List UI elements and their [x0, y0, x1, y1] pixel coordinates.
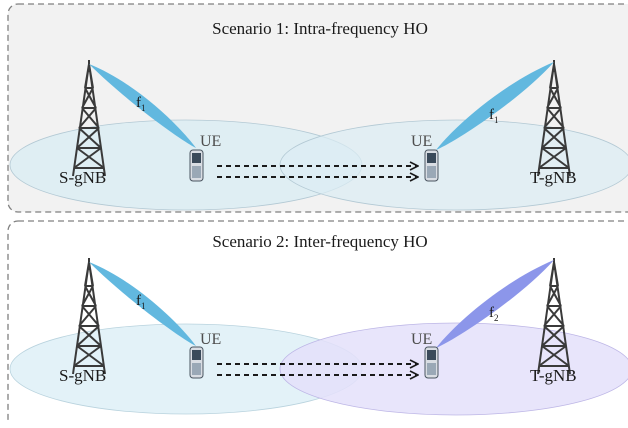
- mobile-phone-icon: [424, 346, 439, 379]
- scenario-1-panel: Scenario 1: Intra-frequency HO f1 f1 UE …: [7, 3, 628, 213]
- target-frequency-label: f2: [489, 305, 499, 323]
- ue-label-source: UE: [200, 331, 221, 348]
- ue-label-source: UE: [200, 133, 221, 150]
- cell-tower-icon: [72, 60, 106, 177]
- source-gnb-label: S-gNB: [59, 168, 106, 187]
- cell-tower-icon: [537, 60, 571, 177]
- scenario-2-panel: Scenario 2: Inter-frequency HO f1 f2 UE …: [7, 220, 628, 428]
- source-frequency-label: f1: [136, 95, 146, 113]
- ue-label-target: UE: [411, 133, 432, 150]
- target-beam: [436, 62, 554, 150]
- target-gnb-label: T-gNB: [530, 366, 577, 385]
- source-gnb-label: S-gNB: [59, 366, 106, 385]
- target-beam: [436, 260, 554, 348]
- cell-tower-icon: [537, 258, 571, 375]
- cell-tower-icon: [72, 258, 106, 375]
- target-frequency-label: f1: [489, 107, 499, 125]
- mobile-phone-icon: [189, 149, 204, 182]
- source-frequency-label: f1: [136, 293, 146, 311]
- mobile-phone-icon: [424, 149, 439, 182]
- ue-label-target: UE: [411, 331, 432, 348]
- target-gnb-label: T-gNB: [530, 168, 577, 187]
- scenario-1-title: Scenario 1: Intra-frequency HO: [212, 19, 428, 38]
- scenario-2-title: Scenario 2: Inter-frequency HO: [212, 232, 427, 251]
- dashed-arrow-icon: [217, 166, 417, 177]
- source-beam: [89, 64, 196, 148]
- mobile-phone-icon: [189, 346, 204, 379]
- dashed-arrow-icon: [217, 364, 417, 375]
- source-beam: [89, 262, 196, 346]
